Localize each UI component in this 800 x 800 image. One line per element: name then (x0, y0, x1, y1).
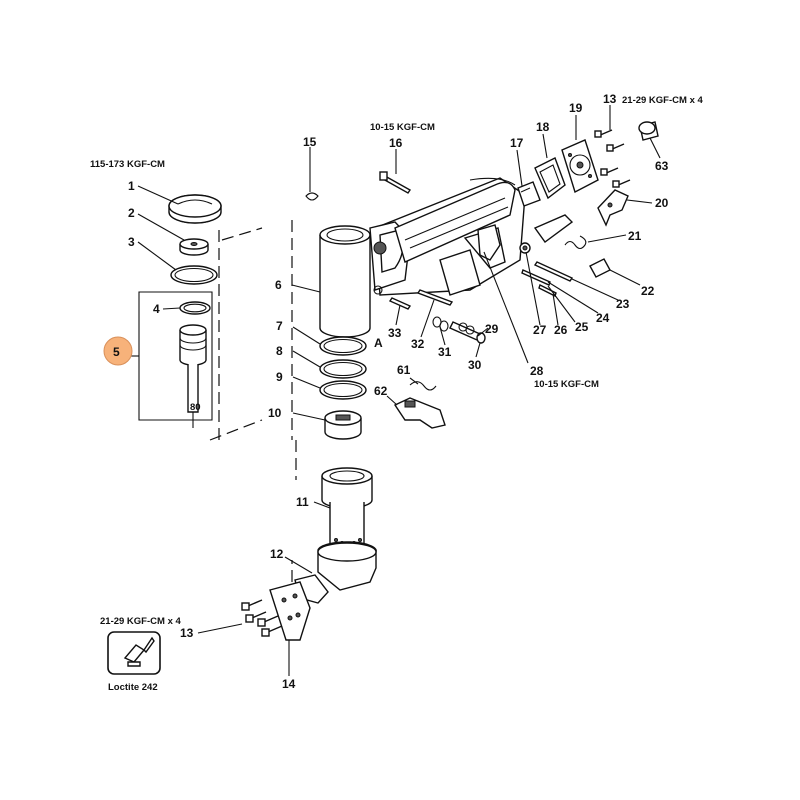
part-8-o-ring[interactable] (319, 359, 367, 379)
part-2-bushing[interactable] (179, 238, 209, 256)
callout-30: 30 (468, 358, 482, 372)
callout-61: 61 (397, 363, 411, 377)
callout-32: 32 (411, 337, 425, 351)
part-1-cap[interactable] (168, 194, 222, 224)
alignment-lines (209, 220, 297, 600)
part-19-end-plate[interactable] (561, 139, 599, 194)
leader-lines (137, 105, 661, 676)
part-18-gasket[interactable] (534, 157, 566, 200)
callout-62: 62 (374, 384, 388, 398)
part-6-cylinder[interactable] (319, 225, 371, 338)
callout-9: 9 (276, 370, 283, 384)
callout-2: 2 (128, 206, 135, 220)
callout-31: 31 (438, 345, 452, 359)
callout-19: 19 (569, 101, 583, 115)
callout-7: 7 (276, 319, 283, 333)
part-23-pin[interactable] (533, 261, 574, 282)
callout-4: 4 (153, 302, 160, 316)
part-31-o-ring-b[interactable] (439, 320, 449, 332)
callout-22: 22 (641, 284, 655, 298)
part-11-lower-cylinder[interactable] (317, 467, 377, 591)
part-15-clip[interactable] (305, 192, 319, 201)
callout-13-bottom: 13 (180, 626, 194, 640)
callout-24: 24 (596, 311, 610, 325)
callout-17: 17 (510, 136, 524, 150)
loctite-label: Loctite 242 (108, 682, 158, 693)
part-10-valve[interactable] (324, 410, 362, 440)
callout-1: 1 (128, 179, 135, 193)
part-16-screw[interactable] (379, 171, 412, 194)
torque-label-28: 10-15 KGF-CM (534, 379, 599, 390)
torque-label-13-bottom: 21-29 KGF-CM x 4 (100, 616, 181, 627)
torque-label-1: 115-173 KGF-CM (90, 159, 165, 170)
part-28-bracket[interactable] (477, 224, 501, 261)
loctite-box (107, 631, 161, 675)
part-22-pin[interactable] (589, 258, 611, 278)
main-housing[interactable] (369, 177, 526, 296)
callout-12: 12 (270, 547, 284, 561)
callout-3: 3 (128, 235, 135, 249)
callout-25: 25 (575, 320, 589, 334)
callout-numbers: 1 2 3 4 6 7 8 9 10 11 12 13 14 15 16 17 … (128, 92, 669, 691)
callout-28: 28 (530, 364, 544, 378)
part-33-pin[interactable] (388, 297, 412, 310)
callout-14: 14 (282, 677, 296, 691)
part-3-o-ring[interactable] (170, 265, 218, 285)
callout-8: 8 (276, 344, 283, 358)
part-25-pin[interactable] (521, 269, 551, 286)
part-7-o-ring[interactable] (319, 336, 367, 356)
part-62-trigger[interactable] (393, 397, 446, 429)
part-61-spring[interactable] (409, 381, 437, 391)
torque-label-13-top: 21-29 KGF-CM x 4 (622, 95, 703, 106)
callout-23: 23 (616, 297, 630, 311)
callout-10: 10 (268, 406, 282, 420)
callout-27: 27 (533, 323, 547, 337)
part-13-bottom-screws[interactable] (241, 599, 283, 637)
part-9-o-ring[interactable] (319, 380, 367, 400)
part-14-bracket[interactable] (269, 581, 311, 641)
callout-21: 21 (628, 229, 642, 243)
kit-number-label: 80 (190, 402, 201, 413)
callout-20: 20 (655, 196, 669, 210)
part-20-latch[interactable] (597, 189, 629, 227)
torque-label-16: 10-15 KGF-CM (370, 122, 435, 133)
callout-11: 11 (296, 495, 309, 509)
callout-5-highlight[interactable]: 5 (103, 336, 133, 366)
callout-29: 29 (485, 322, 499, 336)
part-13-top-screws[interactable] (594, 129, 631, 188)
part-63-bushing[interactable] (638, 121, 659, 141)
callout-6: 6 (275, 278, 282, 292)
callout-18: 18 (536, 120, 550, 134)
callout-15: 15 (303, 135, 317, 149)
callout-63: 63 (655, 159, 669, 173)
callout-33: 33 (388, 326, 402, 340)
part-17-block[interactable] (517, 181, 541, 207)
part-29-valve-stem[interactable] (449, 321, 486, 344)
callout-26: 26 (554, 323, 568, 337)
marker-a: A (374, 336, 383, 350)
piston-rod[interactable] (179, 324, 207, 428)
part-21-spring[interactable] (533, 214, 587, 250)
part-32-pin[interactable] (416, 289, 454, 306)
callout-5-label: 5 (113, 345, 120, 359)
callout-16: 16 (389, 136, 403, 150)
callout-13-top: 13 (603, 92, 617, 106)
